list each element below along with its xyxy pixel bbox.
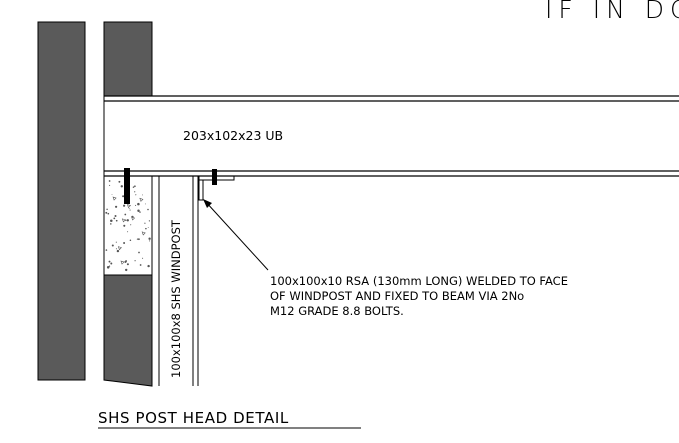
- concrete-speckle: [145, 227, 147, 230]
- concrete-speckle: [115, 219, 118, 222]
- concrete-speckle: [142, 194, 143, 196]
- concrete-speckle: [135, 194, 137, 196]
- concrete-aggregate: [126, 204, 132, 209]
- concrete-speckle: [123, 204, 126, 207]
- concrete-speckle: [128, 208, 130, 210]
- concrete-speckle: [126, 263, 129, 266]
- concrete-speckle: [147, 264, 150, 268]
- concrete-aggregate: [121, 218, 126, 223]
- callout-line-2: OF WINDPOST AND FIXED TO BEAM VIA 2No: [270, 289, 524, 303]
- callout-leader-line: [204, 200, 269, 271]
- concrete-speckle: [122, 195, 125, 198]
- concrete-speckle: [130, 224, 132, 226]
- rsa-angle-vertical-leg: [198, 179, 204, 201]
- concrete-speckle: [123, 242, 126, 244]
- windpost-label: 100x100x8 SHS WINDPOST: [169, 219, 183, 378]
- callout-line-1: 100x100x10 RSA (130mm LONG) WELDED TO FA…: [270, 274, 568, 288]
- concrete-speckle: [123, 224, 126, 227]
- concrete-speckle: [134, 191, 136, 193]
- concrete-speckle: [115, 248, 117, 250]
- concrete-speckle: [149, 240, 151, 242]
- concrete-speckle: [139, 211, 141, 213]
- concrete-speckle: [124, 260, 127, 263]
- header-fragment: IF IN DO: [545, 0, 679, 24]
- concrete-aggregate: [112, 196, 117, 201]
- callout-leader-arrowhead: [203, 199, 212, 208]
- concrete-speckle: [136, 238, 139, 240]
- inner-wall-upper-block: [103, 21, 153, 97]
- concrete-speckle: [114, 214, 117, 218]
- concrete-speckle: [144, 203, 146, 205]
- concrete-aggregate: [141, 231, 146, 236]
- concrete-aggregate: [120, 260, 125, 265]
- concrete-speckle: [108, 260, 111, 263]
- concrete-speckle: [124, 213, 127, 216]
- inner-wall-lower-block: [103, 274, 153, 387]
- rsa-angle-horizontal-leg: [198, 175, 235, 181]
- concrete-speckle: [126, 219, 129, 222]
- concrete-speckle: [138, 238, 140, 241]
- concrete-speckle: [129, 209, 131, 211]
- concrete-speckle: [134, 260, 136, 262]
- concrete-speckle: [106, 208, 108, 211]
- concrete-aggregate: [139, 197, 144, 202]
- concrete-speckle: [120, 185, 123, 188]
- concrete-speckle: [110, 219, 113, 223]
- concrete-speckle: [110, 262, 113, 265]
- detail-title: SHS POST HEAD DETAIL: [98, 409, 289, 427]
- concrete-speckle: [125, 268, 128, 272]
- concrete-aggregate: [117, 246, 122, 251]
- concrete-speckle: [148, 220, 151, 222]
- outer-wall-leaf: [37, 21, 86, 381]
- concrete-speckle: [127, 231, 129, 233]
- concrete-speckle: [116, 249, 120, 253]
- concrete-speckle: [129, 239, 132, 242]
- bolt-right: [212, 169, 217, 185]
- concrete-speckle: [148, 237, 151, 240]
- concrete-speckle: [108, 180, 111, 182]
- concrete-speckle: [137, 209, 140, 213]
- concrete-speckle: [109, 184, 111, 186]
- concrete-speckle: [115, 241, 117, 243]
- callout-line-3: M12 GRADE 8.8 BOLTS.: [270, 304, 404, 318]
- beam-label: 203x102x23 UB: [183, 128, 283, 143]
- concrete-speckle: [105, 211, 108, 214]
- concrete-speckle: [105, 249, 108, 251]
- concrete-speckle: [111, 194, 113, 195]
- bolt-left: [124, 168, 130, 204]
- concrete-speckle: [113, 217, 116, 220]
- concrete-speckle: [132, 186, 135, 188]
- concrete-speckle: [144, 222, 146, 224]
- concrete-speckle: [134, 185, 136, 188]
- concrete-speckle: [142, 257, 144, 259]
- concrete-aggregate: [131, 216, 136, 221]
- concrete-speckle: [138, 251, 140, 254]
- concrete-speckle: [107, 212, 110, 215]
- concrete-speckle: [147, 208, 149, 211]
- concrete-speckle: [137, 202, 140, 206]
- concrete-speckle: [110, 223, 112, 225]
- concrete-speckle: [135, 204, 137, 206]
- concrete-speckle: [139, 264, 142, 266]
- concrete-speckle: [108, 265, 111, 267]
- concrete-speckle: [106, 266, 110, 269]
- concrete-speckle: [111, 244, 114, 247]
- concrete-speckle: [147, 226, 149, 228]
- concrete-speckle: [114, 205, 118, 208]
- concrete-speckle: [118, 180, 121, 183]
